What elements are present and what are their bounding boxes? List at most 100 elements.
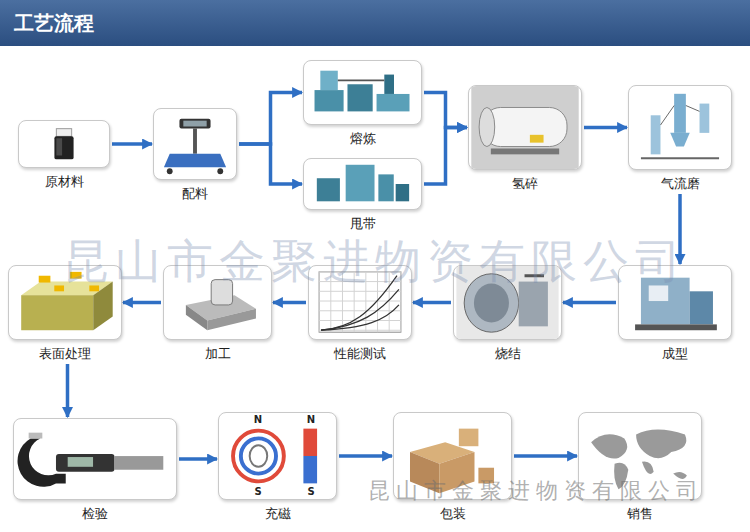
graphic bbox=[700, 104, 710, 133]
graphic bbox=[54, 285, 64, 291]
step-picture bbox=[303, 60, 422, 125]
graphic bbox=[377, 272, 378, 332]
step-picture bbox=[153, 108, 237, 180]
graphic bbox=[483, 107, 567, 146]
graphic bbox=[400, 272, 401, 332]
process-step: 原材料 bbox=[18, 120, 110, 190]
step-picture bbox=[468, 85, 582, 170]
graphic bbox=[250, 445, 268, 467]
graphic bbox=[319, 281, 401, 282]
step-label: 加工 bbox=[163, 346, 272, 362]
graphic bbox=[614, 463, 628, 490]
step-picture bbox=[218, 412, 337, 500]
graphic bbox=[54, 136, 73, 159]
step-label: 氢碎 bbox=[468, 176, 582, 192]
flow-arrow bbox=[123, 301, 161, 305]
step-illustration bbox=[629, 86, 731, 169]
graphic bbox=[56, 454, 115, 472]
graphic bbox=[321, 289, 399, 330]
graphic bbox=[241, 438, 276, 473]
graphic bbox=[377, 94, 410, 111]
graphic bbox=[39, 276, 51, 283]
graphic bbox=[686, 106, 700, 112]
process-step: 检验 bbox=[13, 418, 177, 522]
graphic bbox=[330, 272, 331, 332]
graphic bbox=[410, 452, 439, 493]
step-picture bbox=[618, 265, 732, 340]
graphic bbox=[320, 71, 337, 90]
process-step: 烧结 bbox=[453, 265, 562, 362]
process-step: 充磁 bbox=[218, 412, 337, 522]
header-bar bbox=[0, 0, 750, 46]
step-label: 成型 bbox=[618, 346, 732, 362]
step-illustration bbox=[219, 413, 336, 499]
step-picture bbox=[18, 120, 110, 168]
flow-arrow bbox=[239, 144, 302, 184]
graphic bbox=[347, 84, 372, 111]
step-illustration bbox=[19, 121, 109, 167]
graphic bbox=[303, 456, 317, 483]
graphic bbox=[365, 272, 366, 332]
step-label: 销售 bbox=[578, 506, 702, 522]
step-illustration bbox=[9, 266, 121, 339]
graphic bbox=[384, 75, 394, 94]
flow-arrow bbox=[413, 301, 451, 305]
graphic bbox=[459, 429, 479, 447]
step-picture bbox=[13, 418, 177, 500]
step-label: 甩带 bbox=[303, 216, 422, 232]
process-step: 销售 bbox=[578, 412, 702, 522]
graphic bbox=[530, 135, 544, 143]
graphic bbox=[56, 138, 62, 155]
graphic bbox=[317, 178, 340, 201]
graphic bbox=[183, 121, 206, 127]
graphic bbox=[319, 272, 401, 332]
graphic bbox=[89, 285, 99, 291]
graphic bbox=[342, 272, 343, 332]
graphic bbox=[378, 174, 393, 201]
process-step: 配料 bbox=[153, 108, 237, 202]
graphic bbox=[471, 86, 578, 169]
graphic bbox=[478, 468, 494, 484]
graphic bbox=[56, 129, 71, 137]
graphic bbox=[319, 271, 401, 272]
step-illustration bbox=[304, 159, 421, 209]
step-picture bbox=[453, 265, 562, 340]
graphic bbox=[396, 184, 409, 201]
step-picture bbox=[628, 85, 732, 170]
graphic bbox=[389, 272, 390, 332]
graphic bbox=[636, 430, 686, 459]
graphic bbox=[635, 324, 717, 330]
process-step: 气流磨 bbox=[628, 85, 732, 192]
flow-arrow bbox=[424, 93, 467, 128]
step-illustration bbox=[579, 413, 701, 499]
graphic bbox=[651, 115, 661, 154]
process-step: 表面处理 bbox=[8, 265, 122, 362]
step-label: 气流磨 bbox=[628, 176, 732, 192]
graphic bbox=[193, 128, 197, 153]
step-label: 烧结 bbox=[453, 346, 562, 362]
graphic bbox=[591, 434, 627, 458]
step-illustration bbox=[454, 266, 561, 339]
step-picture bbox=[393, 412, 512, 500]
graphic bbox=[217, 168, 223, 174]
graphic bbox=[674, 94, 686, 133]
graphic bbox=[321, 305, 399, 330]
graphic bbox=[525, 274, 544, 277]
graphic bbox=[641, 157, 719, 159]
graphic bbox=[690, 291, 713, 324]
step-illustration bbox=[304, 61, 421, 124]
flow-arrow bbox=[273, 301, 306, 305]
step-picture bbox=[303, 158, 422, 210]
graphic bbox=[303, 429, 317, 456]
process-step: 氢碎 bbox=[468, 85, 582, 192]
graphic bbox=[186, 305, 207, 330]
graphic bbox=[346, 165, 375, 202]
graphic bbox=[207, 309, 256, 330]
graphic bbox=[670, 133, 690, 147]
graphic bbox=[319, 272, 320, 332]
step-label: 原材料 bbox=[18, 174, 110, 190]
graphic bbox=[660, 106, 674, 126]
process-step: 甩带 bbox=[303, 158, 422, 232]
graphic bbox=[642, 462, 654, 474]
